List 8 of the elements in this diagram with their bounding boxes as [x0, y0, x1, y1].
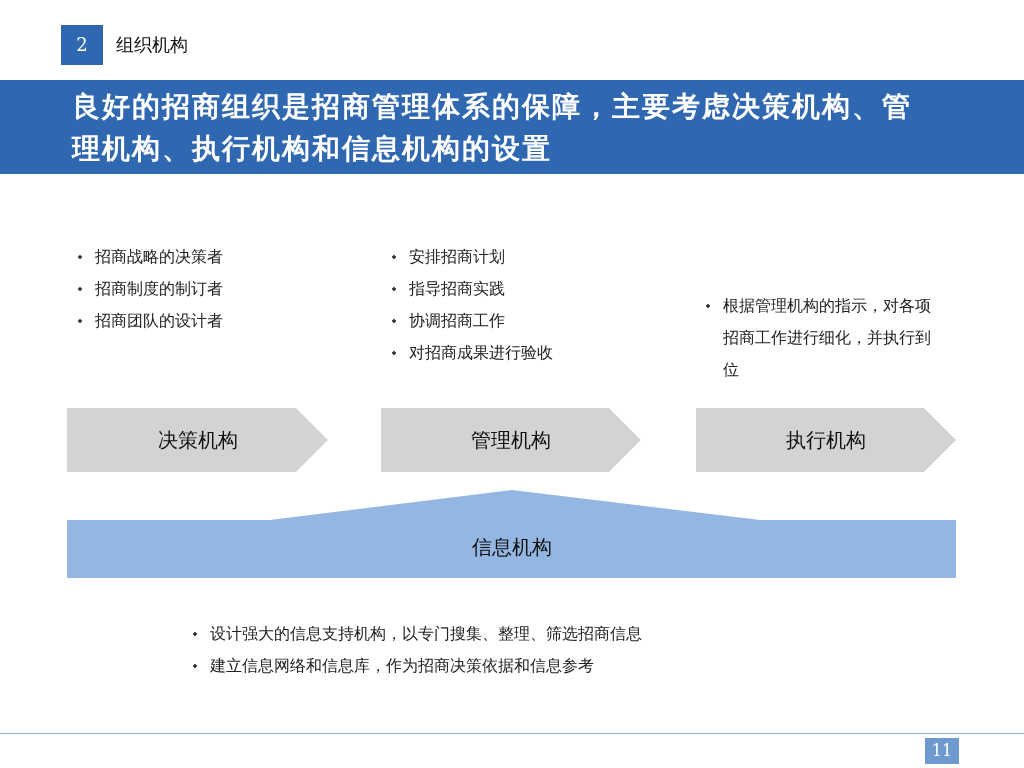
node-label: 执行机构	[785, 426, 867, 454]
node-label: 管理机构	[470, 426, 552, 454]
section-title: 组织机构	[116, 33, 188, 57]
node-label: 决策机构	[156, 426, 239, 454]
section-number: 2	[61, 25, 103, 65]
title-banner: 良好的招商组织是招商管理体系的保障，主要考虑决策机构、管理机构、执行机构和信息机构的设置	[0, 80, 1024, 174]
page-number: 11	[925, 738, 959, 764]
node-label: 信息机构	[470, 533, 553, 561]
